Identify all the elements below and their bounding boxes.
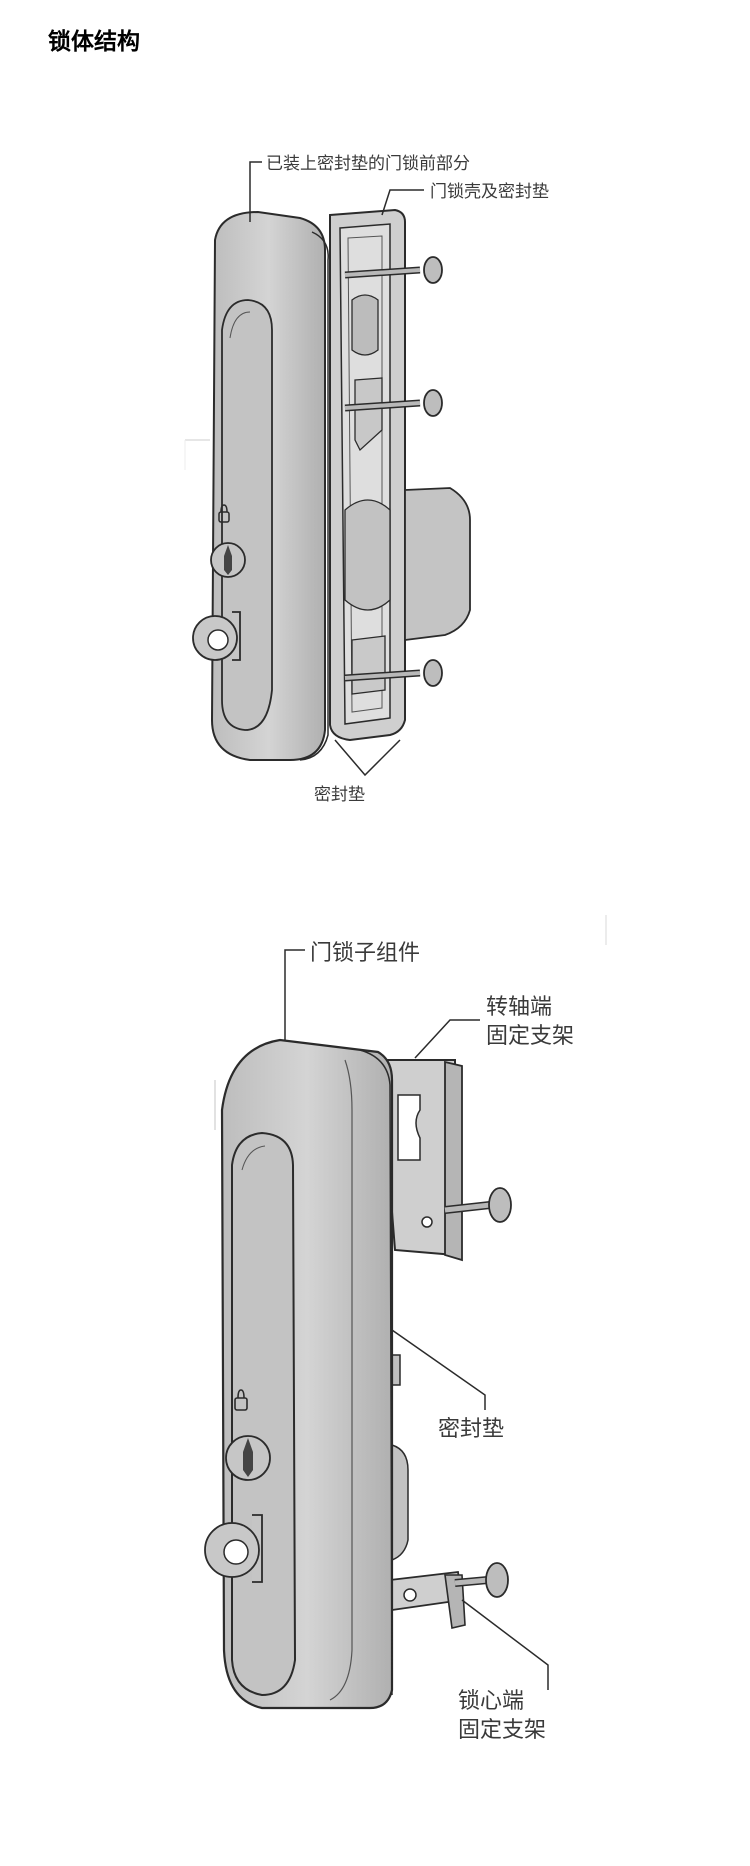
key-cylinder-icon bbox=[210, 504, 246, 578]
screw-core bbox=[454, 1562, 509, 1598]
label-core-bracket-line2: 固定支架 bbox=[458, 1718, 546, 1743]
diagram-top-exploded-lock: 已装上密封垫的门锁前部分 门锁壳及密封垫 密封垫 bbox=[184, 154, 549, 805]
lock-subassembly-body bbox=[204, 1038, 394, 1710]
label-shell-gasket: 门锁壳及密封垫 bbox=[430, 182, 549, 202]
lock-shell-with-gasket bbox=[329, 208, 471, 742]
padlock-hasp-2 bbox=[204, 1514, 263, 1583]
diagram-bottom-subassembly: 门锁子组件 转轴端 固定支架 密封垫 锁心端 固定支架 bbox=[204, 915, 607, 1743]
padlock-hasp bbox=[192, 611, 241, 661]
screw-pivot bbox=[444, 1187, 512, 1223]
page-title: 锁体结构 bbox=[48, 29, 140, 55]
pivot-end-bracket bbox=[378, 1059, 512, 1262]
screw-top bbox=[344, 256, 443, 284]
label-core-bracket-line1: 锁心端 bbox=[458, 1689, 524, 1714]
key-cylinder-icon-2 bbox=[225, 1389, 271, 1481]
label-gasket-bottom: 密封垫 bbox=[438, 1417, 504, 1442]
lock-front-part bbox=[192, 210, 329, 761]
label-pivot-bracket-line1: 转轴端 bbox=[486, 995, 552, 1020]
lock-core-end-bracket bbox=[389, 1562, 509, 1629]
label-gasket-top: 密封垫 bbox=[314, 785, 365, 805]
screw-middle bbox=[344, 389, 443, 417]
label-pivot-bracket-line2: 固定支架 bbox=[486, 1024, 574, 1049]
screw-bottom bbox=[344, 659, 443, 687]
label-subassembly: 门锁子组件 bbox=[310, 941, 420, 966]
label-front-part: 已装上密封垫的门锁前部分 bbox=[266, 154, 470, 174]
